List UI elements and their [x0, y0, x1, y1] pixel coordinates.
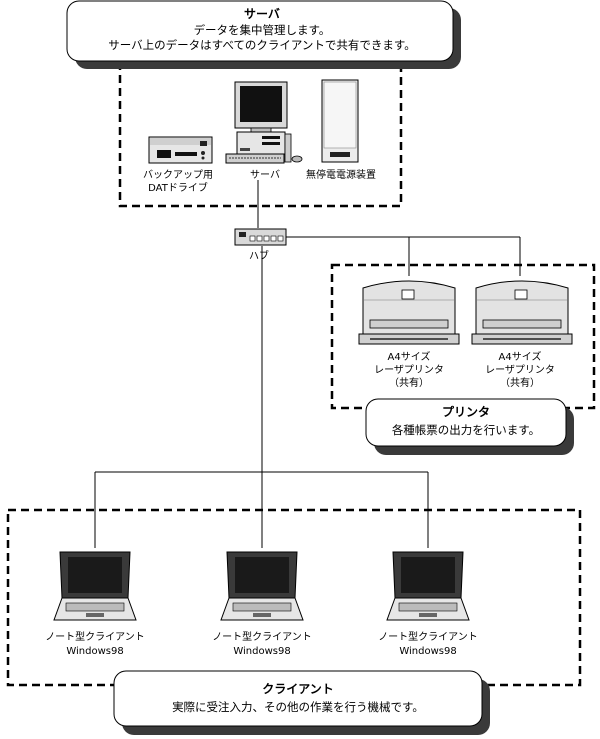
printer2-label-line3: （共有） — [500, 376, 540, 389]
dat-drive-icon — [148, 136, 213, 164]
printer2-label-line1: A4サイズ — [499, 350, 542, 363]
server-title: サーバ — [244, 7, 280, 21]
client-title: クライアント — [262, 682, 334, 696]
printer-icon — [358, 280, 460, 345]
client2-label-line1: ノート型クライアント — [212, 630, 312, 643]
client2-label-line2: Windows98 — [233, 646, 290, 657]
printer2-label-line2: レーザプリンタ — [485, 364, 555, 376]
server-group-box — [118, 57, 403, 208]
printer-icon — [471, 280, 573, 345]
client1-label-line1: ノート型クライアント — [45, 630, 145, 643]
client-callout: クライアント 実際に受注入力、その他の作業を行う機械です。 — [113, 670, 490, 735]
printer-desc: 各種帳票の出力を行います。 — [392, 423, 540, 437]
server-label: サーバ — [250, 169, 280, 181]
client-desc: 実際に受注入力、その他の作業を行う機械です。 — [172, 700, 424, 714]
ups-label: 無停電電源装置 — [306, 168, 376, 181]
client-callout-box — [113, 670, 483, 727]
client1-label-line2: Windows98 — [66, 646, 123, 657]
printer1-label-line3: （共有） — [389, 376, 429, 389]
backup-label-line1: バックアップ用 — [143, 169, 213, 181]
client3-label-line1: ノート型クライアント — [378, 630, 478, 643]
server-desc-line1: データを集中管理します。 — [194, 23, 331, 37]
laptop-icon — [386, 551, 470, 621]
printer1-label-line1: A4サイズ — [388, 350, 431, 363]
printer-title: プリンタ — [442, 404, 490, 419]
laptop-icon — [53, 551, 137, 621]
server-callout-box — [66, 0, 454, 62]
server-computer-icon — [225, 81, 303, 164]
client3-label-line2: Windows98 — [399, 646, 456, 657]
server-desc-line2: サーバ上のデータはすべてのクライアントで共有できます。 — [108, 38, 416, 52]
printer1-label-line2: レーザプリンタ — [374, 364, 444, 376]
hub-label: ハブ — [249, 249, 269, 262]
printer-callout: プリンタ 各種帳票の出力を行います。 — [365, 398, 574, 455]
server-callout: サーバ データを集中管理します。 サーバ上のデータはすべてのクライアントで共有で… — [66, 0, 461, 69]
hub-icon — [234, 228, 287, 246]
backup-label-line2: DATドライブ — [148, 181, 208, 194]
printer-callout-box — [365, 398, 567, 447]
ups-icon — [321, 79, 359, 163]
laptop-icon — [220, 551, 304, 621]
connection-lines — [94, 180, 521, 548]
